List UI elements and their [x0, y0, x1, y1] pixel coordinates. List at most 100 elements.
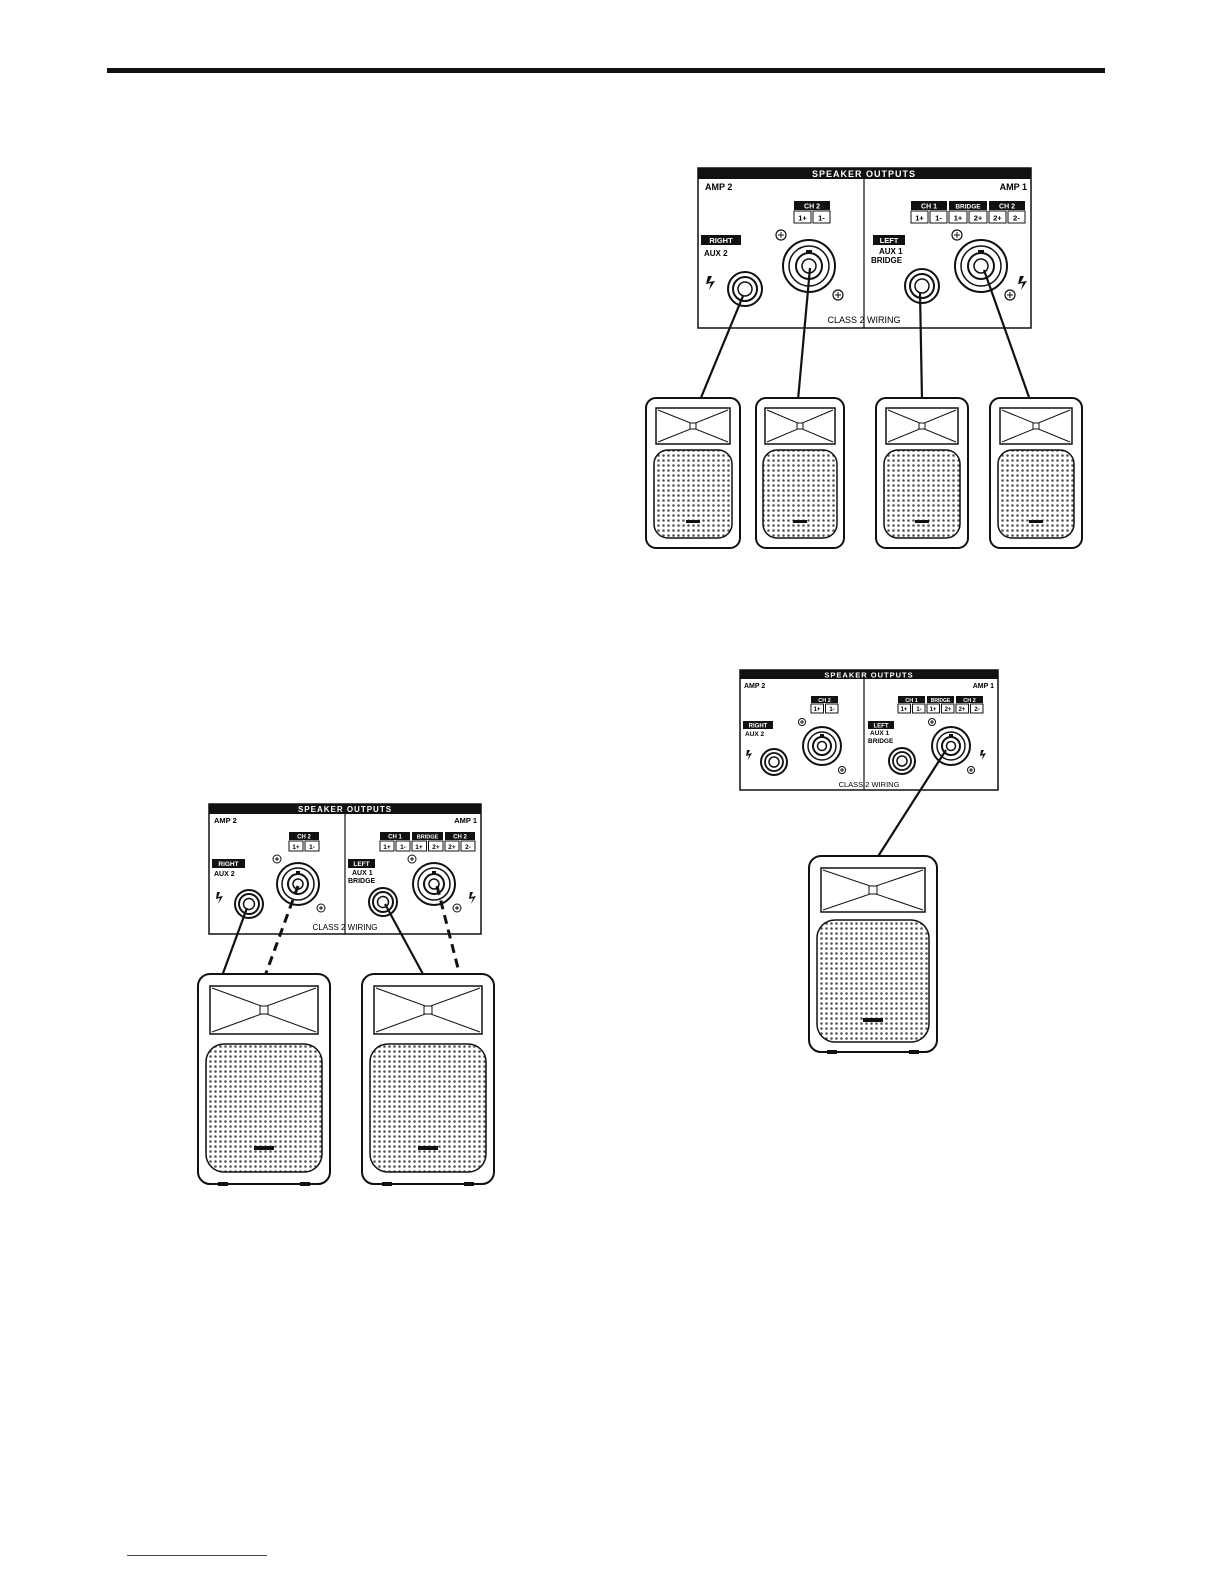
speaker-outputs-panel: SPEAKER OUTPUTS AMP 2 AMP 1 CH 2 1+ 1- R… — [697, 167, 1032, 329]
cable — [384, 903, 425, 977]
ch1-label: CH 1 — [905, 698, 918, 704]
bridge-plus-terminal: 1+ — [954, 214, 963, 223]
amp2-plus-terminal: 1+ — [814, 707, 821, 713]
bridge-plus-terminal: 1+ — [415, 844, 423, 851]
aux1-jack — [888, 747, 916, 775]
left-badge: LEFT — [880, 236, 899, 245]
bridge-output-label: BRIDGE — [868, 738, 894, 745]
speaker — [989, 397, 1083, 549]
panel-header: SPEAKER OUTPUTS — [824, 671, 913, 680]
ch1-label: CH 1 — [388, 835, 402, 841]
aux1-jack — [904, 268, 940, 304]
amp2-label: AMP 2 — [705, 182, 732, 192]
amp2-label: AMP 2 — [744, 683, 765, 690]
right-badge: RIGHT — [218, 861, 238, 868]
four-speaker-wiring-diagram: SPEAKER OUTPUTS AMP 2 AMP 1 CH 2 1+ 1- R… — [645, 167, 1083, 549]
amp2-minus-terminal: 1- — [309, 844, 315, 851]
lightning-icon — [216, 892, 223, 904]
aux2-label: AUX 2 — [745, 731, 765, 738]
panel-header: SPEAKER OUTPUTS — [298, 805, 392, 814]
amp2-ch2-label: CH 2 — [297, 835, 311, 841]
panel-header: SPEAKER OUTPUTS — [812, 169, 916, 179]
two-speaker-wiring-diagram: SPEAKER OUTPUTS AMP 2 AMP 1 CH 2 1+ 1- R… — [197, 803, 495, 1186]
speaker — [645, 397, 741, 549]
bridge-output-label: BRIDGE — [348, 878, 376, 885]
amp2-minus-terminal: 1- — [818, 214, 825, 223]
amp1-ch2-label: CH 2 — [999, 204, 1015, 211]
class2-wiring-label: CLASS 2 WIRING — [827, 315, 900, 325]
amp2-ch2-label: CH 2 — [804, 204, 820, 211]
amp2-ch2-label: CH 2 — [818, 698, 831, 704]
right-badge: RIGHT — [709, 236, 733, 245]
ch1-minus-terminal: 1- — [916, 707, 921, 713]
speaker — [875, 397, 969, 549]
bridge-speaker-wiring-diagram: SPEAKER OUTPUTS AMP 2 AMP 1 CH 2 1+ 1- R… — [739, 669, 999, 1054]
bridge-plus-terminal: 1+ — [930, 707, 937, 713]
speaker-outputs-panel: SPEAKER OUTPUTS AMP 2 AMP 1 CH 2 1+ 1- R… — [739, 669, 999, 791]
bridge-label: BRIDGE — [955, 204, 981, 211]
bridge-output-label: BRIDGE — [871, 256, 903, 265]
aux1-label: AUX 1 — [352, 870, 373, 877]
amp2-plus-terminal: 1+ — [292, 844, 300, 851]
aux2-label: AUX 2 — [214, 871, 235, 878]
speaker — [808, 855, 938, 1054]
amp1-ch2-label: CH 2 — [453, 835, 467, 841]
speaker — [197, 973, 331, 1186]
footnote-rule — [127, 1555, 267, 1556]
cable — [796, 267, 812, 401]
aux1-jack — [368, 887, 398, 917]
header-rule — [107, 68, 1105, 73]
right-badge: RIGHT — [749, 724, 768, 730]
ch2-minus-terminal: 2- — [1013, 214, 1020, 223]
amp2-plus-terminal: 1+ — [798, 214, 807, 223]
ch2-plus-terminal: 2+ — [993, 214, 1002, 223]
dashed-cable — [263, 885, 300, 977]
ch2-minus-terminal: 2- — [974, 707, 979, 713]
ch1-label: CH 1 — [921, 204, 937, 211]
lightning-icon — [1018, 276, 1027, 290]
bridge-minus-terminal: 2+ — [974, 214, 983, 223]
ch1-plus-terminal: 1+ — [383, 844, 391, 851]
ch2-minus-terminal: 2- — [465, 844, 471, 851]
ch1-minus-terminal: 1- — [935, 214, 942, 223]
amp2-label: AMP 2 — [214, 816, 237, 825]
cable — [220, 907, 249, 977]
bridge-label: BRIDGE — [931, 698, 951, 704]
ch1-minus-terminal: 1- — [400, 844, 406, 851]
left-badge: LEFT — [353, 861, 369, 868]
aux2-label: AUX 2 — [704, 249, 728, 258]
bridge-minus-terminal: 2+ — [945, 707, 952, 713]
cable — [918, 291, 924, 401]
amp1-label: AMP 1 — [454, 816, 477, 825]
amp2-speakon-connector — [272, 854, 326, 913]
aux2-jack — [727, 271, 763, 307]
speaker — [755, 397, 845, 549]
lightning-icon — [469, 892, 476, 904]
lightning-icon — [746, 750, 752, 760]
aux2-jack — [234, 889, 264, 919]
lightning-icon — [706, 276, 715, 290]
amp1-label: AMP 1 — [1000, 182, 1027, 192]
bridge-minus-terminal: 2+ — [432, 844, 440, 851]
cable — [698, 295, 745, 401]
class2-wiring-label: CLASS 2 WIRING — [313, 923, 378, 932]
amp1-speakon-connector — [951, 229, 1016, 301]
speaker — [361, 973, 495, 1186]
class2-wiring-label: CLASS 2 WIRING — [839, 780, 900, 789]
amp1-ch2-label: CH 2 — [963, 698, 976, 704]
aux1-label: AUX 1 — [879, 247, 903, 256]
bridge-label: BRIDGE — [417, 835, 439, 841]
amp2-minus-terminal: 1- — [829, 707, 834, 713]
ch2-plus-terminal: 2+ — [959, 707, 966, 713]
cable — [982, 269, 1032, 401]
ch2-plus-terminal: 2+ — [448, 844, 456, 851]
lightning-icon — [980, 750, 986, 760]
dashed-cable — [435, 885, 462, 977]
cable — [876, 749, 947, 859]
speaker-outputs-panel: SPEAKER OUTPUTS AMP 2 AMP 1 CH 2 1+ 1- R… — [208, 803, 482, 935]
amp1-label: AMP 1 — [973, 683, 994, 690]
aux2-jack — [760, 748, 788, 776]
amp2-speakon-connector — [798, 718, 846, 774]
ch1-plus-terminal: 1+ — [901, 707, 908, 713]
aux1-label: AUX 1 — [870, 730, 890, 737]
